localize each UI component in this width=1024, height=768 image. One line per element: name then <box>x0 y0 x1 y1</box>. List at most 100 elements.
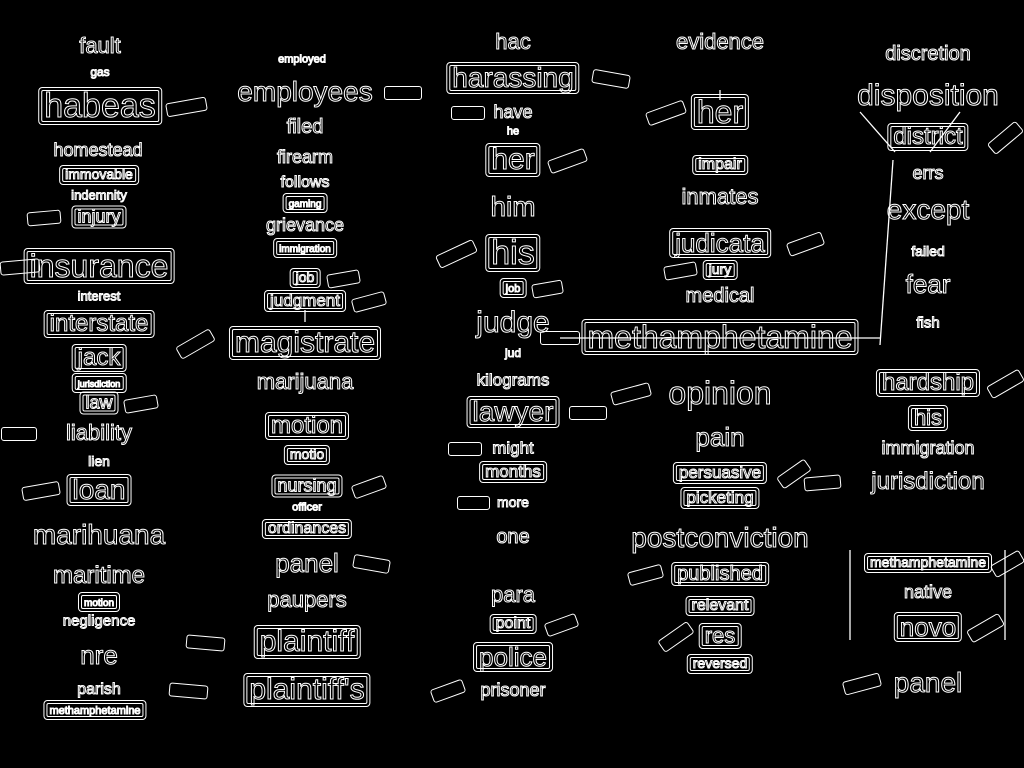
word-plaintiffs: plaintiff's <box>243 673 371 707</box>
word-kilograms: kilograms <box>476 370 550 390</box>
word-text: his <box>491 234 535 272</box>
word-firearm: firearm <box>276 147 334 167</box>
word-liability: liability <box>65 420 133 445</box>
word-her: her <box>485 143 541 177</box>
word-text: harassing <box>452 62 574 93</box>
word-text: jack <box>77 344 121 371</box>
word-native: native <box>903 582 953 602</box>
word-text: law <box>85 392 113 413</box>
word-text: published <box>677 563 764 585</box>
word-picketing: picketing <box>680 487 760 509</box>
word-lawyer: lawyer <box>466 396 560 428</box>
word-gas: gas <box>90 65 110 79</box>
word-errs: errs <box>912 163 944 183</box>
word-text: picketing <box>686 488 754 507</box>
word-job: job <box>289 268 321 288</box>
word-harassing: harassing <box>446 62 580 94</box>
word-immigration-small: immigration <box>273 238 337 258</box>
word-text: methamphetamine <box>49 705 141 717</box>
stick-shape <box>540 331 580 345</box>
word-text: impair <box>698 156 743 173</box>
word-text: judicata <box>675 228 766 258</box>
word-text: methamphetamine <box>870 554 987 570</box>
word-motio: motio <box>283 445 331 465</box>
word-panel5: panel <box>893 667 963 698</box>
word-paupers: paupers <box>267 587 348 612</box>
word-magistrate: magistrate <box>228 326 382 360</box>
word-methamphetamine5: methamphetamine <box>864 553 992 573</box>
word-fault: fault <box>79 33 122 58</box>
word-panel: panel <box>275 548 340 578</box>
word-medical: medical <box>685 285 755 307</box>
word-text: hardship <box>881 369 975 396</box>
word-grievance: grievance <box>265 215 345 235</box>
word-text: immigration <box>279 244 332 255</box>
word-published: published <box>671 562 769 586</box>
word-impair: impair <box>692 155 748 175</box>
word-text: habeas <box>44 87 157 125</box>
word-text: months <box>485 462 542 481</box>
word-text: novo <box>899 612 957 642</box>
word-maritime: maritime <box>52 562 146 589</box>
word-ordinances: ordinances <box>261 519 353 539</box>
word-more: more <box>497 494 530 510</box>
word-text: nursing <box>277 475 337 496</box>
word-immigration: immigration <box>881 438 975 458</box>
word-negligence: negligence <box>62 612 136 630</box>
word-methamphetamine-small: methamphetamine <box>43 700 147 720</box>
word-police: police <box>473 642 553 672</box>
stick-shape <box>26 209 62 227</box>
word-prisoner: prisoner <box>480 680 546 700</box>
word-motion-small: motion <box>77 592 121 612</box>
word-failed: failed <box>911 243 945 259</box>
word-her4: her <box>690 94 750 130</box>
word-point: point <box>489 614 537 634</box>
word-his: his <box>485 234 541 272</box>
word-text: judgment <box>270 291 341 310</box>
word-postconviction: postconviction <box>631 522 809 553</box>
word-text: jurisdiction <box>77 379 121 389</box>
word-text: interstate <box>49 310 149 337</box>
word-methamphetamine: methamphetamine <box>581 319 859 355</box>
word-text: immovable <box>65 166 134 182</box>
word-homestead: homestead <box>53 140 143 160</box>
word-novo: novo <box>893 612 963 642</box>
word-fish: fish <box>916 314 940 332</box>
word-pain: pain <box>695 422 745 452</box>
word-interest: interest <box>77 288 121 304</box>
word-marihuana: marihuana <box>32 519 166 550</box>
stick-shape <box>0 427 37 441</box>
word-text: motio <box>289 446 325 462</box>
word-text: insurance <box>29 248 169 284</box>
word-persuasive: persuasive <box>672 462 768 484</box>
word-jud: jud <box>504 346 522 360</box>
word-text: magistrate <box>234 326 376 359</box>
word-jurisdiction-small: jurisdiction <box>71 373 127 393</box>
word-have: have <box>493 102 533 122</box>
word-text: persuasive <box>678 463 762 482</box>
word-text: jury <box>708 261 732 277</box>
word-injury: injury <box>71 205 127 229</box>
word-text: ordinances <box>267 520 347 537</box>
word-text: relevant <box>691 597 749 614</box>
word-text: her <box>696 94 744 130</box>
word-gaming: gaming <box>282 193 328 213</box>
word-text: res <box>704 623 736 648</box>
word-hardship: hardship <box>875 369 981 397</box>
word-disposition: disposition <box>857 79 1000 112</box>
word-judge: judge <box>476 306 550 339</box>
word-text: loan <box>72 474 126 505</box>
word-employees: employees <box>237 76 373 107</box>
stick-shape <box>457 496 490 510</box>
word-he: he <box>506 125 520 138</box>
word-para: para <box>490 582 536 607</box>
word-res: res <box>698 623 742 649</box>
word-months: months <box>479 461 547 483</box>
word-law: law <box>79 391 119 415</box>
word-his5: his <box>907 405 949 431</box>
word-lien: lien <box>88 453 111 469</box>
word-jury: jury <box>702 260 738 280</box>
word-discretion: discretion <box>885 43 972 65</box>
word-immovable: immovable <box>59 165 139 185</box>
